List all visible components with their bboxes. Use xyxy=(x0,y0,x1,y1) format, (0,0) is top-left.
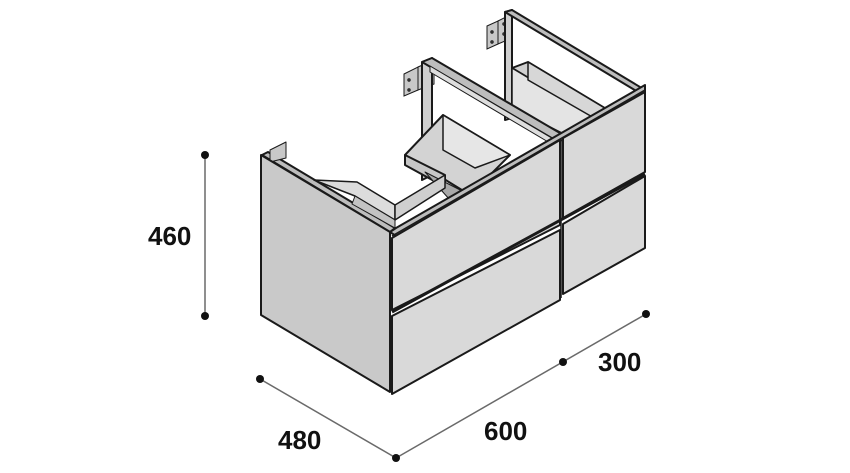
depth-dimension-label: 480 xyxy=(278,425,322,455)
height-dimension-label: 460 xyxy=(148,221,192,251)
dimension-depth xyxy=(256,375,397,459)
drawer-front-top-left xyxy=(391,139,561,311)
dimension-height xyxy=(201,151,209,320)
drawer-front-bottom-right xyxy=(562,175,646,295)
middle-divider xyxy=(421,57,566,181)
drawer-front-bottom-left xyxy=(391,229,561,395)
cabinet-side-panel xyxy=(260,154,391,393)
dimension-width xyxy=(392,310,650,462)
drawer-fronts xyxy=(391,89,646,395)
drawer-front-top-right xyxy=(562,91,646,219)
module-width-dimension-label: 300 xyxy=(598,347,642,377)
width-dimension-label: 600 xyxy=(484,416,528,446)
